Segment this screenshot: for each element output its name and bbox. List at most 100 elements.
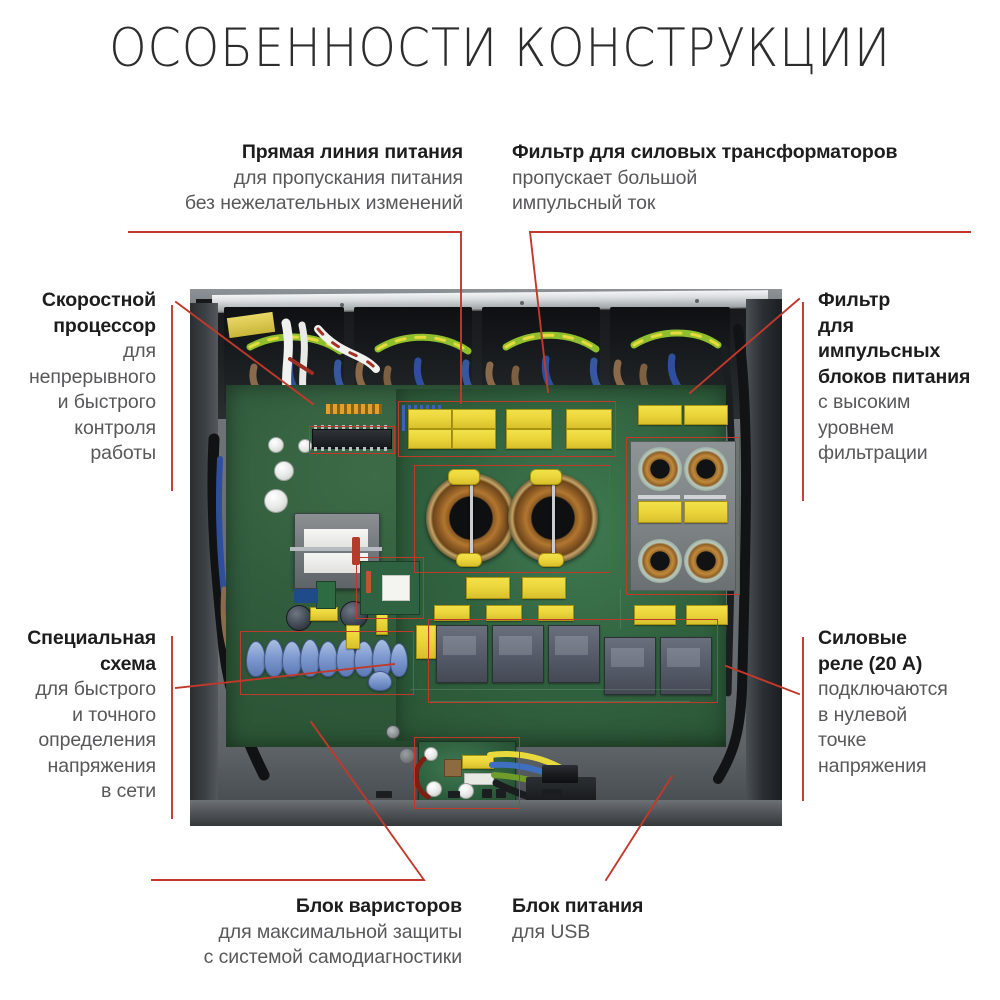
callout-heading-line: процессор — [53, 314, 156, 337]
module-trace — [684, 495, 726, 499]
power-relay — [604, 637, 656, 695]
callout-heading-line: Фильтр — [818, 289, 891, 311]
callout-body-line: напряжения — [47, 754, 157, 777]
highlight-processor — [309, 426, 395, 454]
callout-heading-line: блоков питания — [818, 365, 971, 388]
vent-slot — [482, 789, 492, 798]
film-capacitor — [684, 501, 728, 523]
pcb-trace — [430, 701, 690, 702]
film-capacitor — [638, 501, 682, 523]
film-capacitor — [684, 405, 728, 425]
module-trace — [638, 495, 680, 499]
electrolytic-capacitor — [286, 605, 312, 631]
callout-body-line: и быстрого — [57, 391, 157, 413]
callout-heading: Блок варисторов — [295, 895, 462, 917]
callout-body-line: работы — [90, 442, 156, 464]
vent-slot — [496, 789, 506, 798]
toroidal-inductor — [508, 473, 598, 563]
callout-heading-line: Силовые — [818, 627, 907, 649]
filter-toroid — [638, 447, 682, 491]
vent-slot — [376, 791, 392, 798]
film-capacitor — [452, 429, 496, 449]
vent-slot — [542, 789, 562, 796]
capacitor — [264, 489, 288, 513]
callout-body-line: в нулевой — [818, 703, 908, 726]
pcb-trace — [410, 689, 710, 690]
connector — [464, 773, 494, 785]
callout-heading-line: реле (20 А) — [818, 652, 923, 675]
transformer-core — [444, 759, 462, 777]
pcb-trace — [620, 589, 621, 629]
callout-body-line: с системой самодиагностики — [203, 946, 462, 968]
capacitor — [298, 439, 312, 453]
callout-usb-power-block: Блок питания для USB — [512, 894, 812, 945]
filter-toroid — [684, 539, 728, 583]
callout-body-line: непрерывного — [28, 365, 156, 388]
callout-body-line: контроля — [74, 416, 156, 439]
highlight-transformer-filter — [414, 465, 610, 573]
film-capacitor — [638, 405, 682, 425]
film-capacitor — [566, 409, 612, 429]
film-capacitor — [448, 469, 480, 485]
film-capacitor — [408, 409, 452, 429]
ic-pins — [314, 425, 388, 429]
film-capacitor — [486, 605, 522, 621]
ic-pins — [314, 447, 388, 451]
resistor — [366, 571, 371, 593]
callout-direct-power-line: Прямая линия питания для пропускания пит… — [120, 140, 463, 217]
component — [294, 589, 318, 603]
callout-smps-filter: Фильтр для импульсных блоков питания с в… — [818, 288, 1000, 467]
device-photo — [190, 289, 782, 826]
film-capacitor — [434, 605, 470, 621]
callout-heading-line: схема — [99, 652, 156, 675]
filter-toroid — [638, 539, 682, 583]
power-relay — [436, 625, 488, 683]
power-relay — [660, 637, 712, 695]
callout-body-line: для пропускания питания — [233, 166, 463, 189]
capacitor — [274, 461, 294, 481]
vent-slot — [448, 791, 460, 798]
film-capacitor — [456, 553, 482, 567]
callout-body-line: для максимальной защиты — [218, 920, 463, 943]
film-capacitor — [506, 429, 552, 449]
film-capacitor — [522, 577, 566, 599]
callout-body-line: уровнем — [818, 416, 894, 439]
film-capacitor — [408, 429, 452, 449]
callout-heading-line: Специальная — [27, 627, 156, 649]
callout-body-line: точке — [818, 729, 867, 751]
film-capacitor — [538, 605, 574, 621]
film-capacitor — [506, 409, 552, 429]
capacitor — [268, 437, 284, 453]
highlight-power-relays — [428, 619, 718, 703]
rail-screw — [520, 301, 524, 305]
callout-body-line: определения — [38, 729, 156, 751]
toroidal-inductor — [426, 473, 516, 563]
highlight-usb-module — [414, 737, 520, 809]
callout-body-line: подключаются — [818, 678, 948, 700]
callout-heading-line: импульсных — [818, 340, 941, 362]
callout-heading: Блок питания — [512, 895, 644, 917]
callout-heading-line: Скоростной — [41, 289, 156, 311]
callout-high-speed-processor: Скоростной процессор для непрерывного и … — [0, 288, 156, 467]
callout-heading: Прямая линия питания — [241, 141, 463, 163]
callout-body-line: фильтрации — [818, 442, 928, 464]
transformer-band — [290, 547, 382, 551]
power-relay — [492, 625, 544, 683]
callout-body-line: и точного — [72, 703, 156, 726]
callout-body-line: импульсный ток — [512, 192, 656, 214]
callout-power-relays: Силовые реле (20 А) подключаются в нулев… — [818, 626, 1000, 779]
screw — [386, 725, 400, 739]
callout-special-circuit: Специальная схема для быстрого и точного… — [0, 626, 156, 805]
callout-body-line: без нежелательных изменений — [184, 192, 463, 214]
film-capacitor — [566, 429, 612, 449]
highlight-smps-filter — [626, 437, 740, 595]
callout-varistor-block: Блок варисторов для максимальной защиты … — [110, 894, 462, 971]
callout-body-line: напряжения — [818, 754, 927, 777]
highlight-special-circuit — [356, 557, 424, 619]
highlight-varistor-bank — [240, 631, 414, 695]
callout-heading-line: для — [818, 314, 854, 337]
callout-body-line: пропускает большой — [512, 166, 698, 189]
page-title: ОСОБЕННОСТИ КОНСТРУКЦИИ — [109, 18, 891, 79]
filter-toroid — [684, 447, 728, 491]
